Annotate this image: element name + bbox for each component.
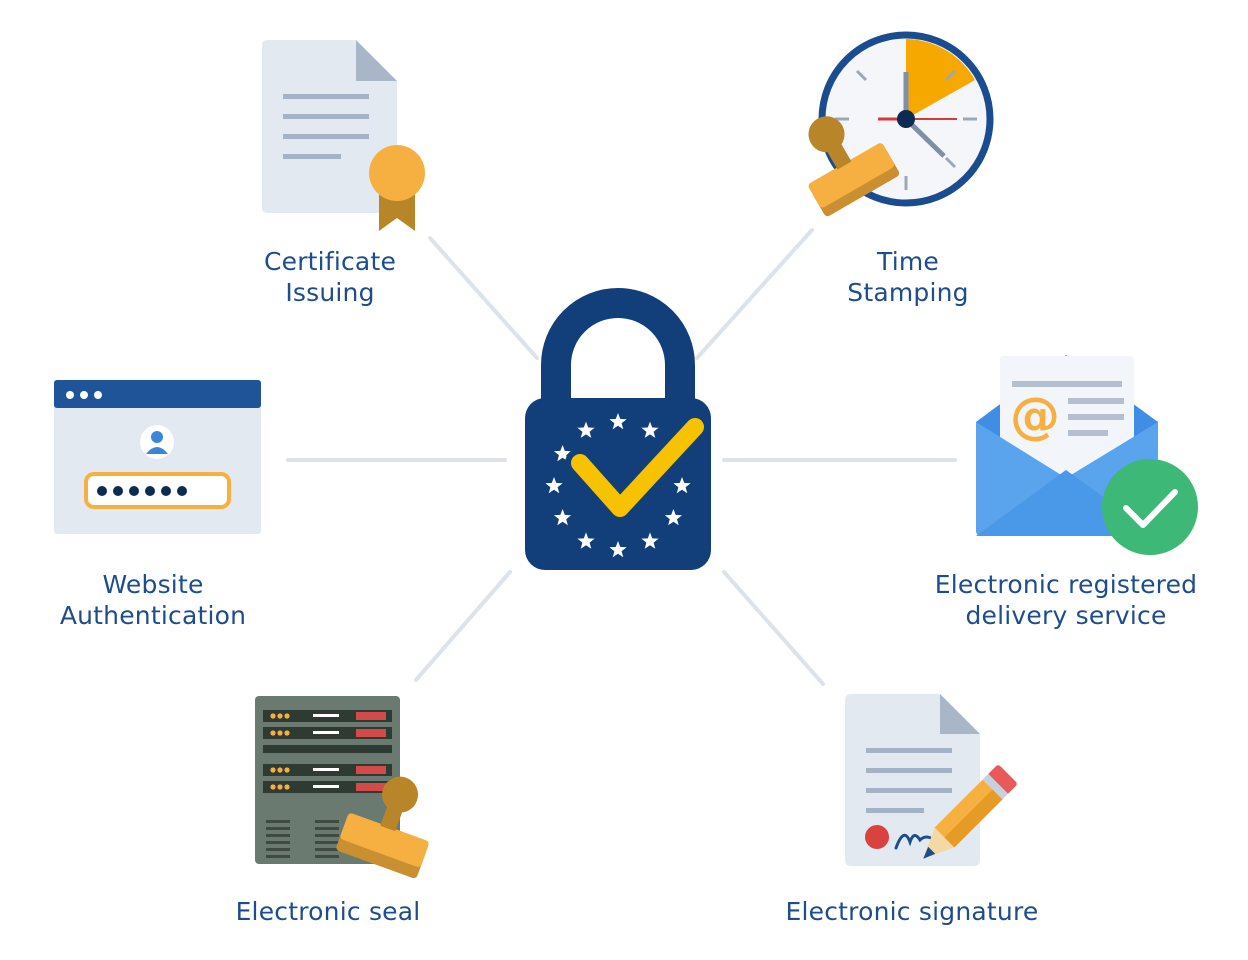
password-dot	[113, 486, 123, 496]
label-website-authentication: Website Authentication	[38, 569, 268, 631]
connector-certificate	[428, 236, 539, 360]
star-icon	[554, 509, 572, 526]
label-certificate-issuing: Certificate Issuing	[230, 246, 430, 308]
server-unit	[263, 727, 392, 739]
rubber-stamp-icon	[808, 116, 900, 217]
certificate-line2: Issuing	[285, 278, 375, 307]
connector-signature	[722, 570, 825, 686]
star-icon	[641, 421, 659, 438]
seal-line1: Electronic seal	[235, 897, 421, 926]
seal-stamp-icon	[336, 776, 429, 879]
label-electronic-seal: Electronic seal	[198, 896, 458, 927]
window-dot-icon	[66, 391, 74, 399]
star-icon	[609, 413, 627, 430]
star-icon	[673, 477, 691, 494]
website-line2: Authentication	[59, 601, 247, 630]
window-dot-icon	[94, 391, 102, 399]
label-time-stamping: Time Stamping	[808, 246, 1008, 308]
window-dot-icon	[80, 391, 88, 399]
time-line1: Time	[877, 247, 939, 276]
password-dots-icon	[97, 486, 187, 496]
star-icon	[545, 477, 563, 494]
server-unit	[263, 781, 392, 793]
red-seal-icon	[865, 825, 889, 849]
star-icon	[577, 421, 595, 438]
password-field-icon	[84, 472, 231, 509]
checkmark-icon	[571, 418, 704, 517]
star-icon	[577, 532, 595, 549]
label-registered-delivery: Electronic registered delivery service	[918, 569, 1214, 631]
delivery-line1: Electronic registered	[934, 570, 1198, 599]
connector-time	[695, 228, 814, 360]
eu-padlock-icon	[525, 288, 711, 570]
connector-seal	[414, 570, 512, 682]
password-dot	[129, 486, 139, 496]
pencil-icon	[923, 765, 1017, 859]
at-symbol: @	[1010, 387, 1060, 445]
time-line2: Stamping	[847, 278, 969, 307]
server-unit	[263, 710, 392, 722]
signature-line1: Electronic signature	[785, 897, 1039, 926]
star-icon	[641, 532, 659, 549]
server-unit	[263, 764, 392, 776]
certificate-document-icon	[262, 40, 425, 231]
browser-window-icon	[54, 380, 261, 534]
star-icon	[554, 445, 572, 462]
signature-scribble-icon	[894, 833, 936, 850]
website-line1: Website	[102, 570, 204, 599]
password-dot	[161, 486, 171, 496]
password-dot	[97, 486, 107, 496]
star-icon	[664, 509, 682, 526]
success-check-icon	[1102, 459, 1198, 555]
user-avatar-icon	[140, 425, 174, 459]
email-envelope-icon: @	[976, 355, 1198, 555]
certificate-line1: Certificate	[263, 247, 397, 276]
connector-lines	[286, 228, 957, 686]
password-dot	[145, 486, 155, 496]
star-icon	[609, 541, 627, 558]
delivery-line2: delivery service	[965, 601, 1167, 630]
label-electronic-signature: Electronic signature	[762, 896, 1062, 927]
password-dot	[177, 486, 187, 496]
